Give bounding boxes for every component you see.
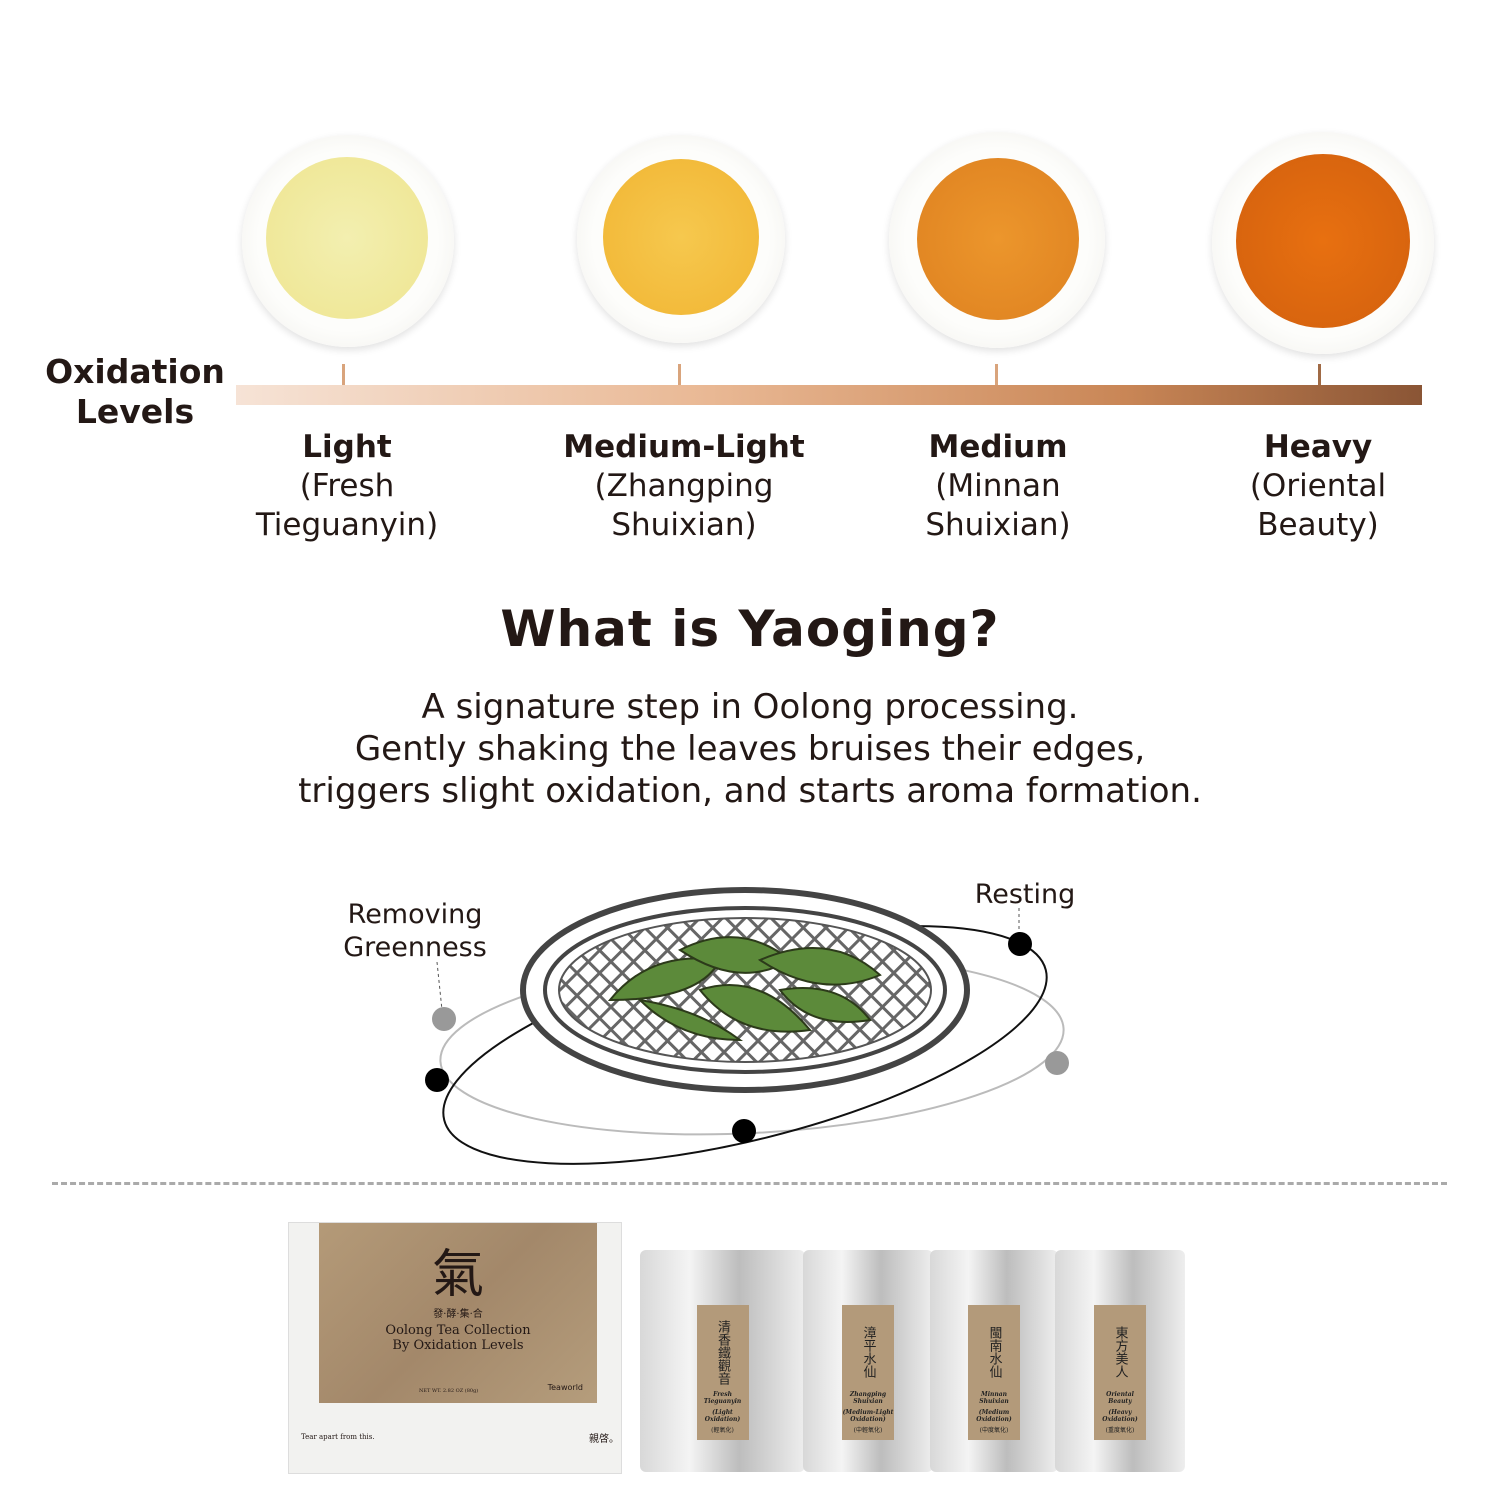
box-subtitle: 發·酵·集·合 <box>433 1309 483 1320</box>
brand-logo: Teaworld <box>547 1383 583 1392</box>
orbit-dot <box>425 1068 449 1092</box>
tea-leaves <box>607 936 882 1042</box>
box-title-line1: Oolong Tea Collection <box>385 1323 531 1338</box>
yaoging-description: A signature step in Oolong processing.Ge… <box>298 687 1202 811</box>
box-net-weight: NET WT. 2.82 OZ (80g) <box>419 1388 479 1394</box>
tear-instruction: Tear apart from this. <box>301 1433 375 1441</box>
orbit-dot <box>432 1007 456 1031</box>
tea-cup-heavy <box>1212 132 1434 354</box>
tea-cup-light <box>242 135 454 347</box>
box-seal-text: 親啓。 <box>589 1434 619 1445</box>
tea-cup-medium-light <box>577 135 785 343</box>
label-resting: Resting <box>974 879 1076 910</box>
box-lid: 氣 發·酵·集·合 Oolong Tea Collection By Oxida… <box>319 1223 597 1403</box>
oxidation-gradient-bar <box>236 385 1422 405</box>
box-title-line2: By Oxidation Levels <box>392 1338 524 1353</box>
tick-medium-light <box>678 364 681 385</box>
tick-medium <box>995 364 998 385</box>
tick-heavy <box>1318 364 1321 385</box>
tea-cup-medium <box>889 132 1105 348</box>
gift-box: 氣 發·酵·集·合 Oolong Tea Collection By Oxida… <box>288 1222 622 1474</box>
orbit-dot <box>1045 1051 1069 1075</box>
orbit-dot <box>1008 932 1032 956</box>
tick-light <box>342 364 345 385</box>
box-logo-glyph: 氣 <box>431 1245 484 1305</box>
yaoging-title: What is Yaoging? <box>500 600 1000 658</box>
orbit-dot <box>732 1119 756 1143</box>
section-divider <box>52 1182 1447 1185</box>
